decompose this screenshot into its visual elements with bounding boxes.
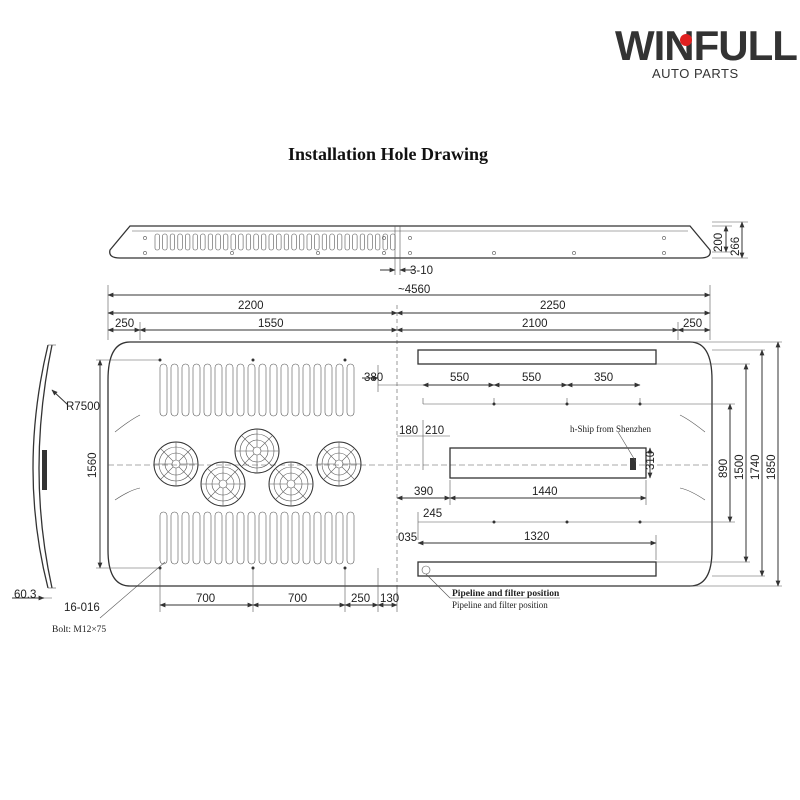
pipeline-title: Pipeline and filter position: [452, 589, 560, 599]
side-profile-view: 200 266 3-10: [109, 221, 748, 277]
dim-1440: 1440: [532, 486, 558, 498]
dim-1550: 1550: [258, 318, 284, 330]
dim-210: 210: [425, 425, 444, 437]
dim-350: 350: [594, 372, 613, 384]
dim-250-left: 250: [115, 318, 134, 330]
logo-tagline: AUTO PARTS: [652, 66, 739, 81]
drawing-title: Installation Hole Drawing: [288, 144, 488, 164]
dim-130: 130: [380, 593, 399, 605]
dim-2100: 2100: [522, 318, 548, 330]
plan-view: h-Ship from Shenzhen 1560 380 550 550 35…: [87, 341, 782, 612]
fan-icon: [234, 428, 280, 474]
dim-266: 266: [730, 237, 742, 256]
dim-550-a: 550: [450, 372, 469, 384]
dim-550-b: 550: [522, 372, 541, 384]
dim-200: 200: [713, 233, 725, 252]
dim-245: 245: [423, 508, 442, 520]
dim-2250: 2250: [540, 300, 566, 312]
dim-gap: 3-10: [410, 265, 433, 277]
fan-icon: [200, 461, 246, 507]
dim-250-bottom: 250: [351, 593, 370, 605]
dim-60-3: 60.3: [14, 589, 36, 601]
dim-035: 035: [398, 532, 417, 544]
dim-380: 380: [364, 372, 383, 384]
dim-1320: 1320: [524, 531, 550, 543]
bolt-spec: Bolt: M12×75: [52, 625, 106, 635]
dim-310: 310: [645, 451, 657, 470]
dim-700-b: 700: [288, 593, 307, 605]
slot-top: [417, 349, 657, 365]
dim-180: 180: [399, 425, 418, 437]
logo-text: WINFULL: [615, 22, 797, 69]
dim-700-a: 700: [196, 593, 215, 605]
dim-1500: 1500: [734, 454, 746, 480]
dim-890: 890: [718, 459, 730, 478]
dim-1740: 1740: [750, 454, 762, 480]
dim-390: 390: [414, 486, 433, 498]
slot-bottom: [417, 561, 657, 577]
slot-middle: [449, 447, 647, 479]
logo-accent-icon: [680, 34, 692, 46]
dim-radius: R7500: [66, 401, 100, 413]
dim-250-right: 250: [683, 318, 702, 330]
overall-dimensions: ~4560 2200 2250 250 1550 2100 250: [107, 284, 711, 600]
brand-logo: WINFULL AUTO PARTS: [615, 22, 798, 81]
dim-1850: 1850: [766, 454, 778, 480]
small-label: h-Ship from Shenzhen: [570, 424, 651, 434]
pipeline-sub: Pipeline and filter position: [452, 600, 548, 610]
end-profile-view: R7500 60.3 16-016 Bolt: M12×75: [12, 344, 166, 635]
dim-2200: 2200: [238, 300, 264, 312]
dim-1560: 1560: [87, 452, 99, 478]
fan-icon: [316, 441, 362, 487]
fan-icon: [153, 441, 199, 487]
dim-overall: ~4560: [398, 284, 430, 296]
part-code: 16-016: [64, 602, 100, 614]
fan-icon: [268, 461, 314, 507]
